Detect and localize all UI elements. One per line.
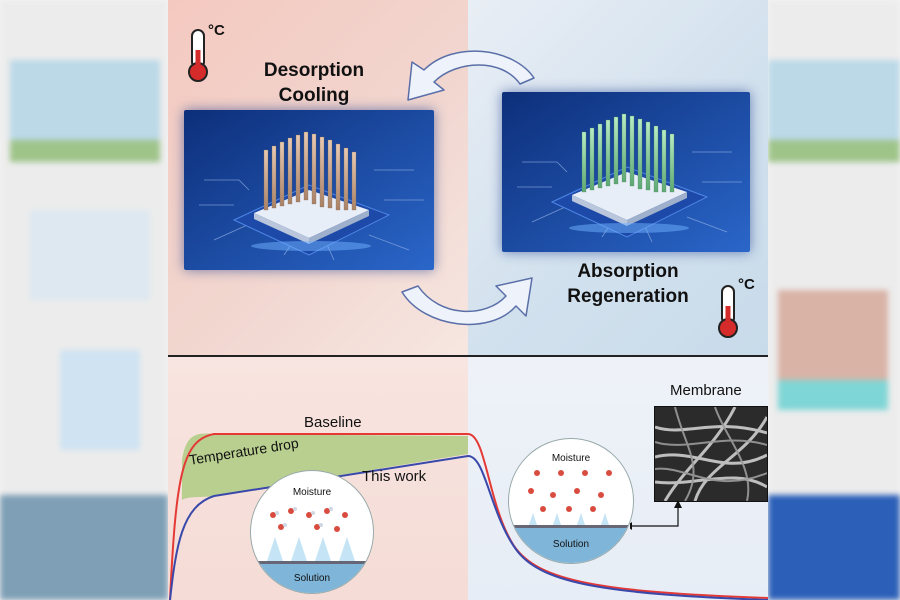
baseline-label: Baseline <box>304 414 362 431</box>
thermometer-icon <box>712 284 746 340</box>
regeneration-label: Regeneration <box>567 286 689 307</box>
background-left-strip <box>0 0 168 600</box>
moisture-solution-circle: Moisture Solution <box>250 470 374 594</box>
solution-label: Solution <box>552 539 590 550</box>
solution-label: Solution <box>293 573 331 584</box>
cycle-arrow-top-icon <box>394 40 544 110</box>
thermometer-icon <box>182 28 216 84</box>
temperature-curves <box>168 356 768 600</box>
cycle-arrow-bottom-icon <box>394 270 544 340</box>
cooling-label: Cooling <box>278 85 350 106</box>
moisture-label: Moisture <box>551 453 591 464</box>
heat-sink-chip-cooling <box>184 110 434 270</box>
connector-arrow-icon <box>630 496 690 536</box>
unit-label-right: °C <box>738 276 755 293</box>
temperature-drop-area <box>182 433 468 500</box>
heat-sink-chip-regeneration <box>502 92 750 252</box>
background-right-strip <box>768 0 900 600</box>
figure-panel: °C Desorption Cooling <box>168 0 768 600</box>
moisture-solution-circle: Moisture Solution <box>508 438 634 564</box>
absorption-label: Absorption <box>577 261 679 282</box>
membrane-sem-image <box>654 406 768 502</box>
this-work-curve <box>169 454 768 600</box>
desorption-label: Desorption <box>263 60 365 81</box>
this-work-label: This work <box>362 468 427 485</box>
moisture-label: Moisture <box>292 487 332 498</box>
baseline-curve <box>169 433 768 600</box>
membrane-label: Membrane <box>670 382 742 399</box>
horizontal-divider <box>168 355 768 357</box>
unit-label-left: °C <box>208 22 225 39</box>
